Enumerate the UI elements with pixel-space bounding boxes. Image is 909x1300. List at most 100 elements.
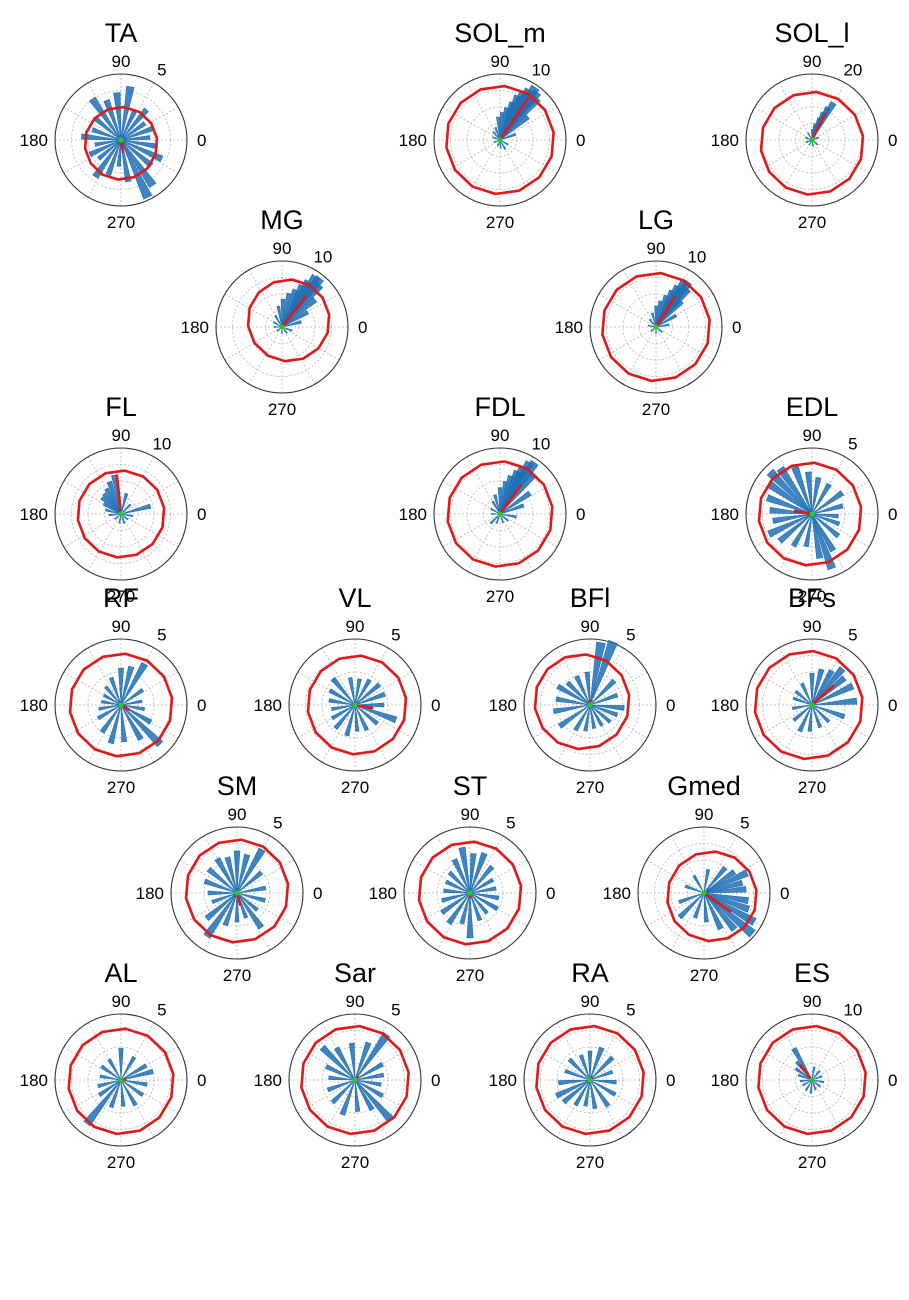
grid-spoke [655,326,714,361]
angle-label-270: 270 [798,587,826,606]
histogram-bar [703,879,744,894]
grid-spoke [778,1079,813,1138]
angle-label-180: 180 [20,131,48,150]
histogram-bar [703,892,724,931]
grid-spoke [754,139,813,174]
panel-title: TA [105,18,138,48]
histogram [552,639,625,732]
envelope-polygon [67,1027,175,1136]
grid-spoke [811,139,846,198]
grid-spoke [63,671,122,706]
grid-spoke [556,1022,591,1081]
histogram-bar [233,850,241,894]
grid-spoke [703,892,738,951]
radial-max-label: 5 [157,625,166,644]
grid-spoke [532,1079,591,1114]
angle-label-90: 90 [581,992,600,1011]
polar-axis-circle [433,73,567,207]
grid-spoke [120,513,155,572]
envelope-polygon [601,271,711,383]
grid-spoke [236,892,295,927]
panel-title: VL [338,583,371,613]
histogram-bar [99,1074,122,1081]
histogram-bar [118,667,124,706]
histogram-bar [494,126,501,141]
grid-spoke [297,1079,356,1114]
histogram-bar [97,1079,122,1089]
angle-label-270: 270 [798,1153,826,1172]
grid-spoke [754,513,813,548]
histogram-bar [120,687,145,706]
histogram-bar [469,892,499,912]
grid-spoke [811,1079,846,1138]
histogram-bar [104,487,122,515]
grid-spoke [754,106,813,141]
histogram-bar [807,704,813,732]
angle-label-270: 270 [341,1153,369,1172]
grid-spoke [248,269,283,328]
grid-spoke [778,704,813,763]
polar-axis-circle [433,447,567,581]
histogram [319,1032,394,1123]
histogram-bar [811,476,822,515]
panel-title: Gmed [667,771,741,801]
histogram-bar [574,675,591,706]
histogram-bar [810,129,814,141]
histogram-bar [354,691,386,706]
histogram-bar [589,1079,598,1110]
angle-label-180: 180 [711,505,739,524]
angle-label-180: 180 [181,318,209,337]
histogram-bar [354,1079,375,1112]
histogram-bar [354,1061,384,1081]
histogram-bar [589,641,606,706]
histogram-bar [583,1079,591,1107]
histogram-bar [458,846,471,894]
grid-spoke [754,704,813,739]
grid-spoke [670,892,705,951]
grid-spoke [120,671,179,706]
angle-label-0: 0 [197,1071,206,1090]
grid-spoke [442,480,501,515]
histogram-bar [811,490,845,515]
origin-marker [809,511,815,517]
histogram-bar [573,704,591,732]
histogram-bar [811,668,835,706]
envelope-polygon [184,838,290,944]
angle-label-90: 90 [112,992,131,1011]
histogram-bar [107,1058,122,1081]
histogram-bar [655,313,678,328]
grid-spoke [703,835,738,894]
origin-marker [497,137,503,143]
histogram-bar [236,892,266,903]
histogram-bar [354,1079,384,1099]
origin-marker [653,324,659,330]
panel-title: RA [571,958,609,988]
histogram-bar [328,1075,356,1081]
panel-title: EDL [786,392,839,422]
angle-label-270: 270 [107,778,135,797]
histogram-bar [589,704,604,727]
envelope-polygon [76,469,166,559]
histogram-bar [120,85,135,141]
histogram-bar [276,305,283,328]
envelope-polygon [535,1024,645,1136]
histogram-bar [280,298,286,328]
histogram-bar [797,1073,813,1081]
grid-spoke [469,835,504,894]
angle-label-0: 0 [431,1071,440,1090]
histogram-bar [348,1042,356,1081]
mean-vector [498,483,523,515]
grid-spoke [499,139,534,198]
angle-label-90: 90 [581,617,600,636]
histogram-bar [811,704,846,720]
grid-spoke [778,456,813,515]
angle-label-180: 180 [136,884,164,903]
histogram-bar [655,323,670,328]
panel-title: ST [453,771,488,801]
